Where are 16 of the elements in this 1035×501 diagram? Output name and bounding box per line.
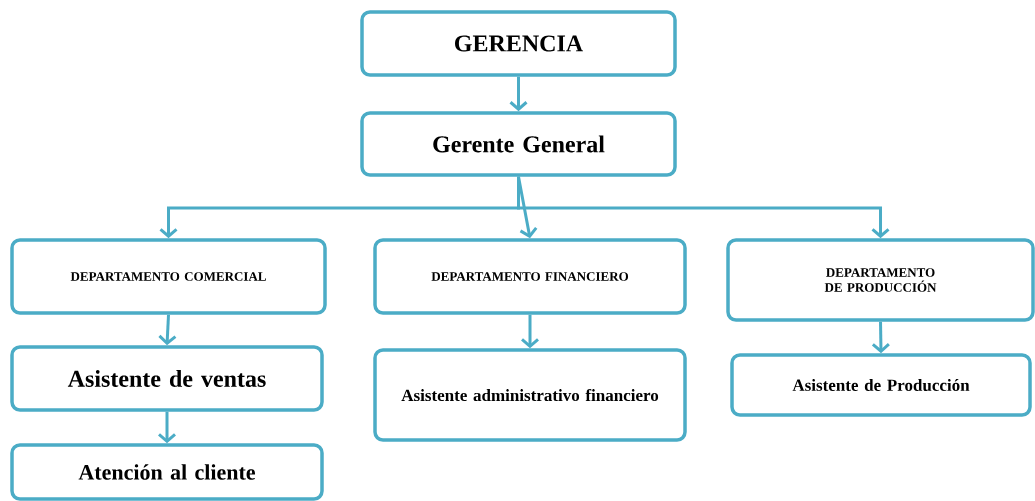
org-box: Asistente de Producción [730, 353, 1032, 417]
org-box: Asistente de ventas [10, 345, 324, 412]
org-box: Asistente administrativo financiero [373, 348, 687, 442]
org-box: DEPARTAMENTO DE PRODUCCIÓN [726, 238, 1035, 322]
org-box: Gerente General [360, 111, 677, 177]
arrow [517, 176, 538, 239]
arrow [158, 314, 177, 346]
org-box: Atención al cliente [10, 443, 324, 501]
arrow [158, 411, 176, 444]
arrow [517, 176, 890, 239]
arrow [509, 76, 528, 112]
org-box: DEPARTAMENTO COMERCIAL [10, 238, 327, 315]
org-box: DEPARTAMENTO FINANCIERO [373, 238, 687, 315]
arrow [521, 314, 539, 349]
org-box: GERENCIA [360, 10, 677, 77]
arrow [871, 321, 890, 354]
